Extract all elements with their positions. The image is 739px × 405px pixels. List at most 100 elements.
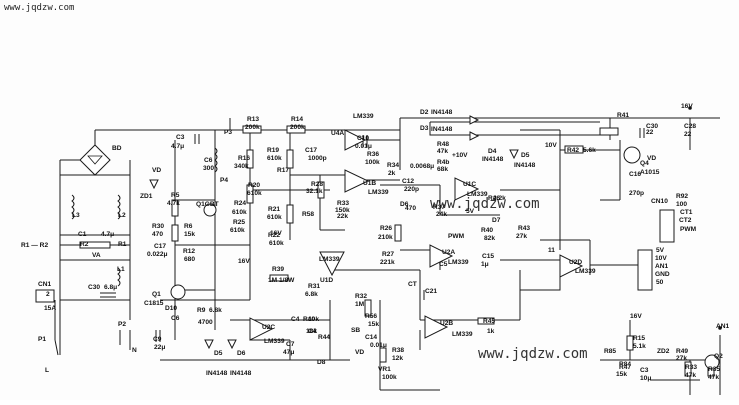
component-label: C15 (482, 253, 494, 260)
component-label: 47k (708, 374, 719, 381)
component-label: 18k (306, 328, 317, 335)
comparator-u2d (559, 254, 584, 278)
component-label: 15k (368, 321, 379, 328)
component-label: U2B (440, 320, 453, 327)
inductor-l1 (117, 267, 121, 287)
component-label: U2A (442, 249, 455, 256)
component-label: BD (112, 145, 122, 152)
component-label: 150k (335, 207, 350, 214)
component-label: LM339 (448, 259, 469, 266)
component-label: PWM (448, 233, 465, 240)
component-label: 610k (269, 240, 284, 247)
component-label: R85 (604, 348, 616, 355)
component-label: CN1 (38, 281, 52, 288)
component-label: R26 (380, 225, 392, 232)
component-label: R40 (481, 227, 493, 234)
component-label: ZD2 (657, 348, 670, 355)
component-label: VD (152, 167, 161, 174)
component-label: AN1 (655, 263, 669, 270)
comparator-u1d (319, 251, 345, 277)
component-label: C5 (439, 261, 448, 268)
component-label: 6.8k (305, 291, 318, 298)
component-label: C17 (154, 243, 166, 250)
watermark-center: www.jqdzw.com (430, 196, 540, 212)
component-label: VD (647, 155, 656, 162)
component-label: R39 (272, 266, 284, 273)
connector-cn10 (659, 209, 675, 243)
component-label: D7 (492, 217, 501, 224)
component-label: 10μ (640, 375, 651, 382)
component-label: 1k (487, 328, 495, 335)
component-label: R45 (483, 318, 495, 325)
component-label: R43 (518, 225, 530, 232)
component-label: 0.022μ (147, 251, 168, 258)
component-label: C17 (305, 147, 317, 154)
component-label: 4.7μ (101, 231, 114, 238)
component-label: A1015 (640, 169, 660, 176)
component-label: U2D (569, 259, 582, 266)
component-label: 27k (676, 355, 687, 362)
component-label: 0.01μ (355, 143, 372, 150)
inductor-l2 (117, 194, 121, 220)
component-label: R19 (267, 147, 279, 154)
component-label: L1 (117, 266, 125, 273)
component-label: 610k (230, 227, 245, 234)
component-label: R14 (291, 116, 303, 123)
transistor-q1 (170, 284, 186, 300)
component-label: 16V (270, 230, 282, 237)
connector-5pin (637, 249, 653, 291)
component-label: L2 (118, 212, 126, 219)
component-label: D10 (165, 305, 177, 312)
component-label: R30 (152, 223, 164, 230)
component-label: C12 (402, 178, 414, 185)
component-label: 270p (629, 190, 644, 197)
component-label: C4 (308, 328, 317, 335)
component-label: 100 (676, 201, 687, 208)
component-label: R9 (197, 307, 206, 314)
component-label: CT2 (679, 217, 692, 224)
component-label: IN4148 (514, 162, 536, 169)
component-labels: BDC34.7μP3R13200kR14200kLM339U4AC100.01μ… (21, 103, 730, 382)
transistor-q4 (623, 146, 641, 164)
component-label: R4b (437, 159, 449, 166)
component-label: R92 (676, 193, 688, 200)
component-label: SB (351, 327, 360, 334)
component-label: Q4 (640, 160, 649, 167)
component-label: C3 (640, 367, 649, 374)
component-label: C3 (176, 134, 185, 141)
component-label: R6 (184, 223, 193, 230)
component-label: Q1 (152, 291, 161, 298)
component-label: 340k (234, 163, 249, 170)
component-label: D3 (420, 125, 429, 132)
component-label: PWM (680, 226, 697, 233)
component-label: D4 (488, 148, 497, 155)
component-label: P4 (220, 177, 228, 184)
component-label: AN1 (716, 323, 730, 330)
component-label: 1000p (308, 155, 327, 162)
component-label: R22 (268, 232, 280, 239)
component-label: 1M 1/8W (268, 277, 295, 284)
component-label: 220p (404, 186, 419, 193)
component-label: IN4148 (431, 109, 453, 116)
component-label: 200k (290, 124, 305, 131)
component-label: 680 (184, 256, 195, 263)
components (35, 106, 722, 377)
igbt-q1 (203, 203, 217, 217)
watermark-top: www.jqdzw.com (4, 3, 74, 13)
component-label: C7 (286, 341, 295, 348)
component-label: 32.1k (306, 188, 323, 195)
comparator-u1b (344, 169, 370, 193)
component-label: U2C (262, 324, 275, 331)
component-label: 2k (388, 170, 396, 177)
component-label: R21 (268, 206, 280, 213)
component-label: R41 (617, 112, 629, 119)
component-label: R33 (685, 364, 697, 371)
component-label: 2 (46, 291, 50, 298)
component-label: D8 (317, 359, 326, 366)
component-label: C30 (646, 123, 658, 130)
component-label: 210k (378, 234, 393, 241)
component-label: U4A (331, 130, 344, 137)
component-label: C6 (204, 157, 213, 164)
